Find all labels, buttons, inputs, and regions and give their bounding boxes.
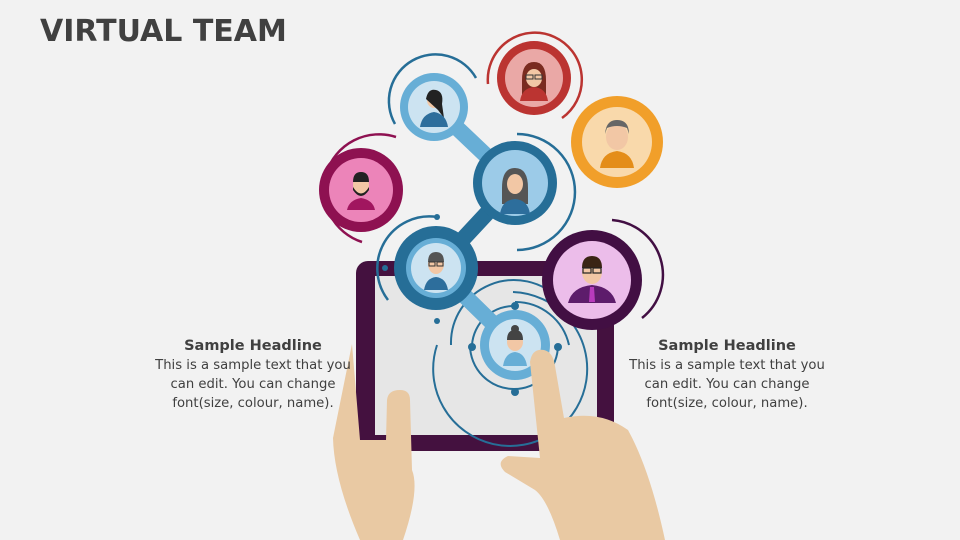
right-body-line: can edit. You can change <box>644 377 810 392</box>
left-headline: Sample Headline <box>184 338 322 354</box>
left-body: This is a sample text that you can edit.… <box>148 356 358 413</box>
avatar-woman-glasses[interactable] <box>497 41 571 115</box>
right-body-line: font(size, colour, name). <box>646 396 808 411</box>
avatar-woman-ponytail-glasses[interactable] <box>400 73 468 141</box>
right-body-line: This is a sample text that you <box>629 358 825 373</box>
avatar-man-older[interactable] <box>571 96 663 188</box>
left-body-line: font(size, colour, name). <box>172 396 334 411</box>
avatar-man-beard[interactable] <box>319 148 403 232</box>
avatar-man-suit-glasses[interactable] <box>542 230 642 330</box>
avatar-woman-long-hair[interactable] <box>473 141 557 225</box>
left-body-line: This is a sample text that you <box>155 358 351 373</box>
left-body-line: can edit. You can change <box>170 377 336 392</box>
right-headline: Sample Headline <box>658 338 796 354</box>
slide-title: VIRTUAL TEAM <box>40 14 287 49</box>
left-hand <box>333 344 415 540</box>
left-text-block: Sample Headline This is a sample text th… <box>148 338 358 413</box>
avatar-man-glasses[interactable] <box>394 226 478 310</box>
right-hand <box>500 349 665 540</box>
right-text-block: Sample Headline This is a sample text th… <box>622 338 832 413</box>
right-body: This is a sample text that you can edit.… <box>622 356 832 413</box>
